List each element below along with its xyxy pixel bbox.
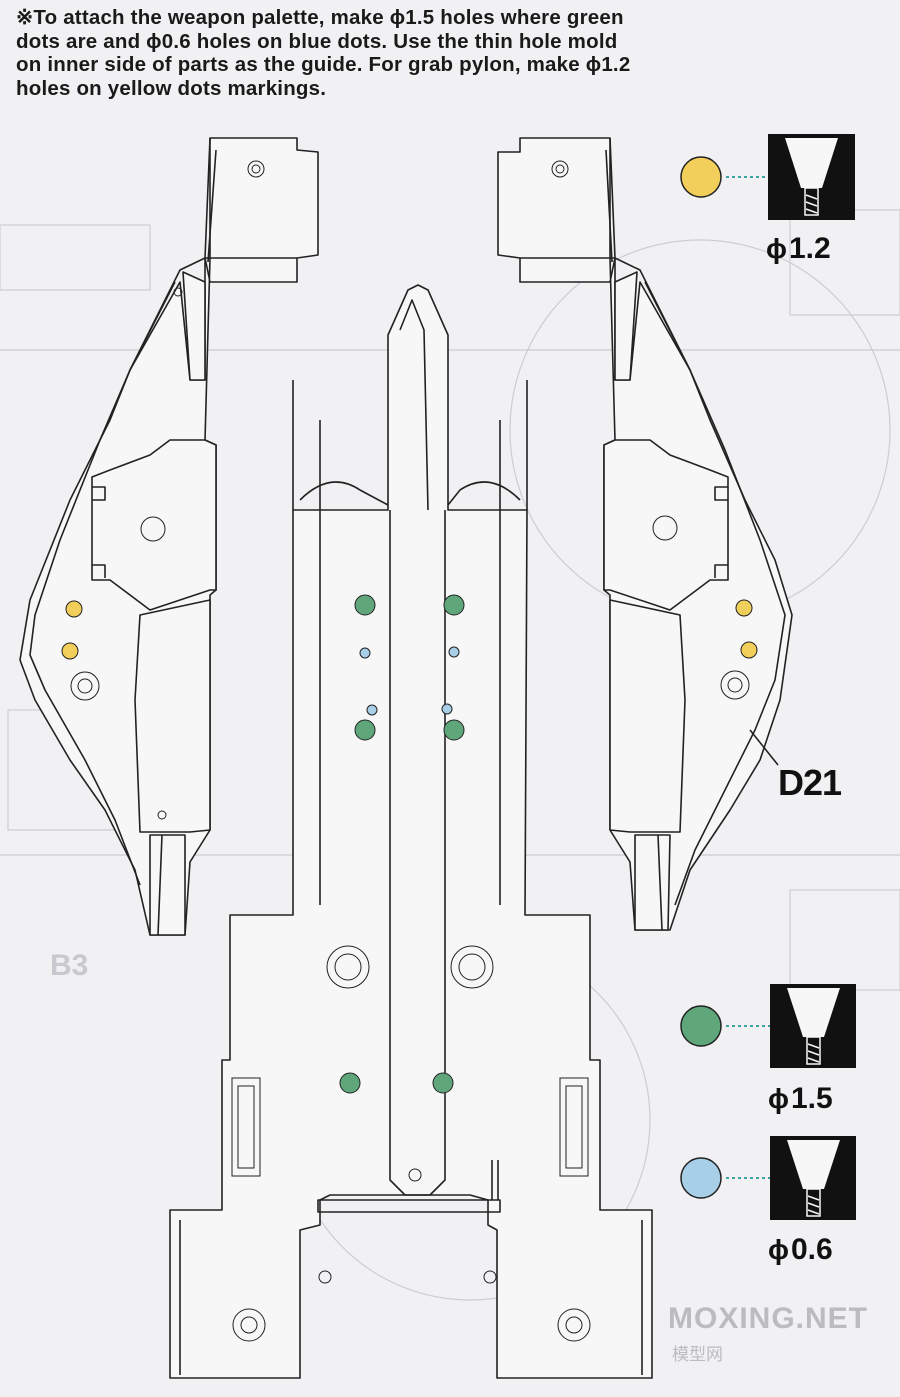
- watermark: MOXING.NET: [668, 1302, 869, 1335]
- yellow-dot: [735, 599, 753, 617]
- legend-green-dot: [680, 1005, 722, 1047]
- green-dot: [339, 1072, 361, 1094]
- legend-blue-dot: [680, 1157, 722, 1199]
- diameter-symbol: ϕ: [766, 233, 787, 264]
- legend-blue: [680, 1136, 856, 1220]
- blue-hole-markers: [359, 646, 460, 716]
- blue-dot: [441, 703, 453, 715]
- green-dot: [354, 594, 376, 616]
- blue-dot: [448, 646, 460, 658]
- hole-size-yellow: ϕ 1.2: [766, 232, 831, 266]
- diameter-symbol: ϕ: [768, 1083, 789, 1114]
- hole-size-green: ϕ 1.5: [768, 1082, 833, 1116]
- green-hole-markers: [339, 594, 465, 1094]
- right-wing-part: [497, 137, 793, 931]
- watermark-subtitle: 模型网: [672, 1345, 723, 1364]
- left-wing-part: [19, 137, 319, 936]
- hole-size-value: 0.6: [791, 1233, 833, 1266]
- hole-size-value: 1.5: [791, 1082, 833, 1115]
- hole-size-blue: ϕ 0.6: [768, 1233, 833, 1267]
- instruction-text: ※To attach the weapon palette, make ϕ1.5…: [16, 6, 631, 100]
- diameter-symbol: ϕ: [768, 1234, 789, 1265]
- yellow-hole-markers: [61, 599, 758, 660]
- legend-green: [680, 984, 856, 1068]
- green-dot: [354, 719, 376, 741]
- blue-dot: [359, 647, 371, 659]
- center-fuselage-part: [169, 284, 653, 1379]
- yellow-dot: [65, 600, 83, 618]
- part-label-d21: D21: [778, 762, 842, 803]
- green-dot: [432, 1072, 454, 1094]
- yellow-dot: [61, 642, 79, 660]
- svg-text:B3: B3: [50, 949, 88, 982]
- green-dot: [443, 594, 465, 616]
- legend-yellow: [680, 134, 855, 220]
- yellow-dot: [740, 641, 758, 659]
- legend-yellow-dot: [680, 156, 722, 198]
- green-dot: [443, 719, 465, 741]
- blue-dot: [366, 704, 378, 716]
- hole-size-value: 1.2: [789, 232, 831, 265]
